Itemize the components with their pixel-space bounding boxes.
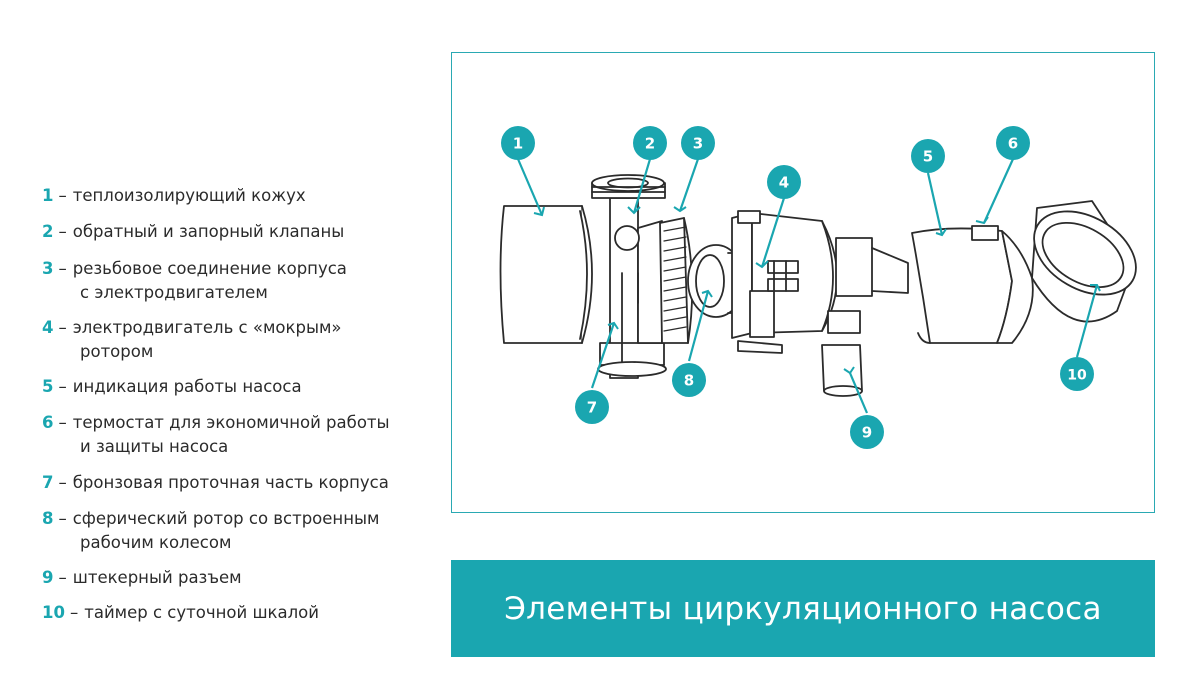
callout-number: 4 — [779, 174, 789, 192]
legend-dash: – — [58, 413, 67, 432]
legend-item-6: 6–термостат для экономичной работы и защ… — [42, 411, 452, 459]
legend-text: таймер с суточной шкалой — [84, 603, 319, 622]
legend-dash: – — [58, 222, 67, 241]
callout-arrowheads — [533, 206, 1101, 375]
page-title: Элементы циркуляционного насоса — [504, 590, 1102, 627]
insulating-shell-drawing — [499, 205, 593, 344]
legend-text: сферический ротор со встроенным — [72, 509, 380, 528]
legend-number: 4 — [42, 318, 54, 337]
legend-dash: – — [58, 509, 67, 528]
callout-circle-10: 10 — [1060, 357, 1094, 391]
legend-dash: – — [58, 186, 67, 205]
legend-item-1: 1–теплоизолирующий кожух — [42, 184, 452, 208]
callout-circle-1: 1 — [501, 126, 535, 160]
callout-circle-9: 9 — [850, 415, 884, 449]
legend-text: резьбовое соединение корпуса — [72, 259, 347, 278]
callout-circle-7: 7 — [575, 390, 609, 424]
threaded-connection-drawing — [659, 217, 694, 344]
legend-text-continued: и защиты насоса — [80, 437, 229, 456]
callout-number: 8 — [684, 372, 694, 390]
legend-item-5: 5–индикация работы насоса — [42, 375, 452, 399]
callout-number: 3 — [693, 135, 703, 153]
legend-item-2: 2–обратный и запорный клапаны — [42, 220, 452, 244]
legend-text: индикация работы насоса — [72, 377, 302, 396]
callout-circle-2: 2 — [633, 126, 667, 160]
timer-dial-drawing — [996, 200, 1137, 344]
legend-text-continued: ротором — [80, 342, 154, 361]
legend-text-continued: рабочим колесом — [80, 533, 232, 552]
callout-circle-3: 3 — [681, 126, 715, 160]
pump-exploded-view: 1 2 3 4 5 6 7 8 — [499, 126, 1137, 449]
callout-number: 10 — [1067, 368, 1087, 384]
callout-circle-6: 6 — [996, 126, 1030, 160]
callout-number: 2 — [645, 135, 655, 153]
pump-body-drawing — [591, 174, 667, 379]
legend-item-10: 10–таймер с суточной шкалой — [42, 601, 452, 625]
callout-circle-5: 5 — [911, 139, 945, 173]
legend-text: штекерный разъем — [72, 568, 242, 587]
legend-number: 6 — [42, 413, 54, 432]
title-banner: Элементы циркуляционного насоса — [451, 560, 1155, 657]
callout-pointers — [516, 158, 1099, 414]
legend-item-7: 7–бронзовая проточная часть корпуса — [42, 471, 452, 495]
callout-number: 1 — [513, 135, 523, 153]
legend-item-9: 9–штекерный разъем — [42, 566, 452, 590]
legend-number: 9 — [42, 568, 54, 587]
legend-text: электродвигатель с «мокрым» — [72, 318, 342, 337]
legend-dash: – — [58, 318, 67, 337]
legend-dash: – — [58, 473, 67, 492]
legend-number: 2 — [42, 222, 54, 241]
callout-circle-8: 8 — [672, 363, 706, 397]
callout-number: 5 — [923, 148, 933, 166]
electric-motor-drawing — [731, 210, 909, 354]
legend-dash: – — [58, 259, 67, 278]
legend-item-3: 3–резьбовое соединение корпуса с электро… — [42, 257, 452, 305]
legend-item-8: 8–сферический ротор со встроенным рабочи… — [42, 507, 452, 555]
callout-number: 9 — [862, 424, 872, 442]
legend-dash: – — [69, 603, 79, 622]
legend-item-4: 4–электродвигатель с «мокрым» ротором — [42, 316, 452, 364]
legend-dash: – — [58, 377, 67, 396]
legend-text: термостат для экономичной работы — [72, 413, 390, 432]
pump-diagram-frame: 1 2 3 4 5 6 7 8 — [451, 52, 1155, 513]
legend-number: 1 — [42, 186, 54, 205]
legend-text: бронзовая проточная часть корпуса — [72, 473, 389, 492]
legend-number: 5 — [42, 377, 54, 396]
legend-text-continued: с электродвигателем — [80, 283, 268, 302]
legend-text: теплоизолирующий кожух — [72, 186, 306, 205]
legend-dash: – — [58, 568, 67, 587]
legend-number: 8 — [42, 509, 54, 528]
callout-number: 7 — [587, 399, 597, 417]
legend-text: обратный и запорный клапаны — [72, 222, 345, 241]
legend-number: 10 — [42, 603, 65, 622]
callout-circle-4: 4 — [767, 165, 801, 199]
legend-number: 3 — [42, 259, 54, 278]
legend-number: 7 — [42, 473, 54, 492]
callout-number: 6 — [1008, 135, 1018, 153]
indicator-housing-drawing — [911, 225, 1013, 344]
